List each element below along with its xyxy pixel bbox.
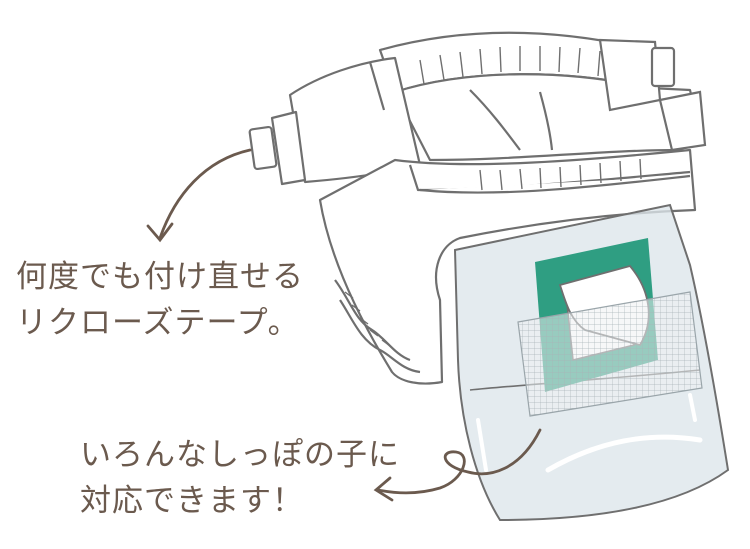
left-side-tab [248, 56, 422, 186]
callout-tail-line1: いろんなしっぽの子に [80, 437, 400, 473]
callout-refasten-tape: 何度でも付け直せる リクローズテープ。 [16, 254, 304, 346]
callout-tail-line2: 対応できます！ [80, 483, 304, 519]
callout-tail-fit: いろんなしっぽの子に 対応できます！ [80, 432, 400, 524]
callout-tape-line2: リクローズテープ。 [16, 305, 300, 341]
right-side-tab [598, 38, 707, 152]
curved-arrow-icon [146, 148, 252, 243]
diaper-body [318, 89, 697, 385]
mesh-tape [517, 291, 703, 417]
callout-tape-line1: 何度でも付け直せる [16, 259, 304, 295]
looped-arrow-icon [373, 428, 542, 502]
